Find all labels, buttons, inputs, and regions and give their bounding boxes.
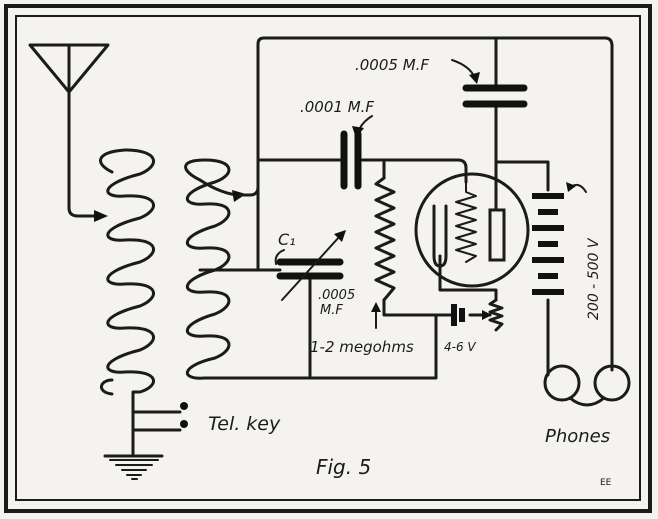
label-filament-battery: 4-6 V xyxy=(444,340,476,354)
label-var-cap-value-1: .0005 xyxy=(318,288,355,303)
label-grid-leak: 1-2 megohms xyxy=(310,338,414,356)
rheostat xyxy=(482,298,504,332)
label-initials: EE xyxy=(600,478,612,488)
label-cap-0005-top: .0005 M.F xyxy=(355,56,429,74)
wiring xyxy=(198,36,614,380)
label-phones: Phones xyxy=(545,426,610,447)
capacitor-0005-top xyxy=(451,59,528,108)
capacitor-0001 xyxy=(340,115,373,190)
label-cap-0001: .0001 M.F xyxy=(300,98,374,116)
vacuum-tube xyxy=(414,172,530,288)
label-plate-battery: 200 - 500 V xyxy=(586,237,602,320)
plate-battery xyxy=(532,182,587,295)
variable-capacitor-c1 xyxy=(274,230,346,301)
filament-battery xyxy=(451,304,465,326)
grid-leak-resistor xyxy=(371,176,396,329)
label-tel-key: Tel. key xyxy=(208,413,281,435)
headphones-symbol xyxy=(543,364,631,407)
label-var-cap-value-2: M.F xyxy=(320,303,343,318)
tel-key-symbol xyxy=(131,402,188,458)
primary-coil xyxy=(99,148,155,414)
secondary-coil xyxy=(184,158,246,380)
label-var-cap: C₁ xyxy=(278,230,296,249)
frame xyxy=(4,4,652,513)
antenna-symbol xyxy=(28,43,110,222)
label-figure: Fig. 5 xyxy=(316,455,371,479)
ground-symbol xyxy=(103,454,164,480)
